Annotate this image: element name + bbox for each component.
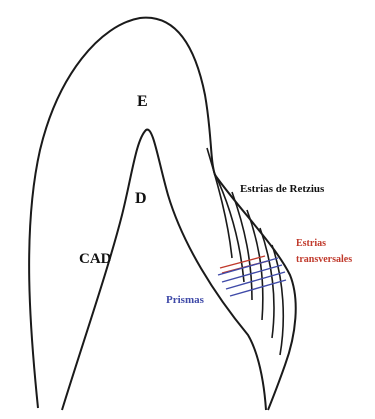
transverse-line-1: [219, 255, 266, 269]
transverse-label-line2: transversales: [296, 254, 352, 265]
retzius-line-3: [231, 191, 253, 301]
enamel-label: E: [137, 93, 148, 110]
retzius-line-2: [213, 171, 245, 283]
prism-line-4: [229, 279, 287, 297]
dentin-label: D: [135, 190, 147, 207]
prism-line-2: [221, 264, 283, 283]
enamel-outer-outline: [28, 16, 297, 411]
prism-line-1: [217, 257, 279, 276]
prisms-lines: [217, 257, 287, 297]
retzius-label: Estrias de Retzius: [240, 183, 325, 195]
cad-label: CAD: [79, 251, 112, 267]
prism-line-3: [225, 271, 286, 290]
transverse-label-line1: Estrias: [296, 238, 326, 249]
prisms-label: Prismas: [166, 294, 205, 306]
retzius-line-1: [206, 147, 233, 259]
retzius-line-6: [271, 244, 285, 356]
dentin-outline: [61, 128, 267, 411]
retzius-line-5: [259, 227, 275, 339]
